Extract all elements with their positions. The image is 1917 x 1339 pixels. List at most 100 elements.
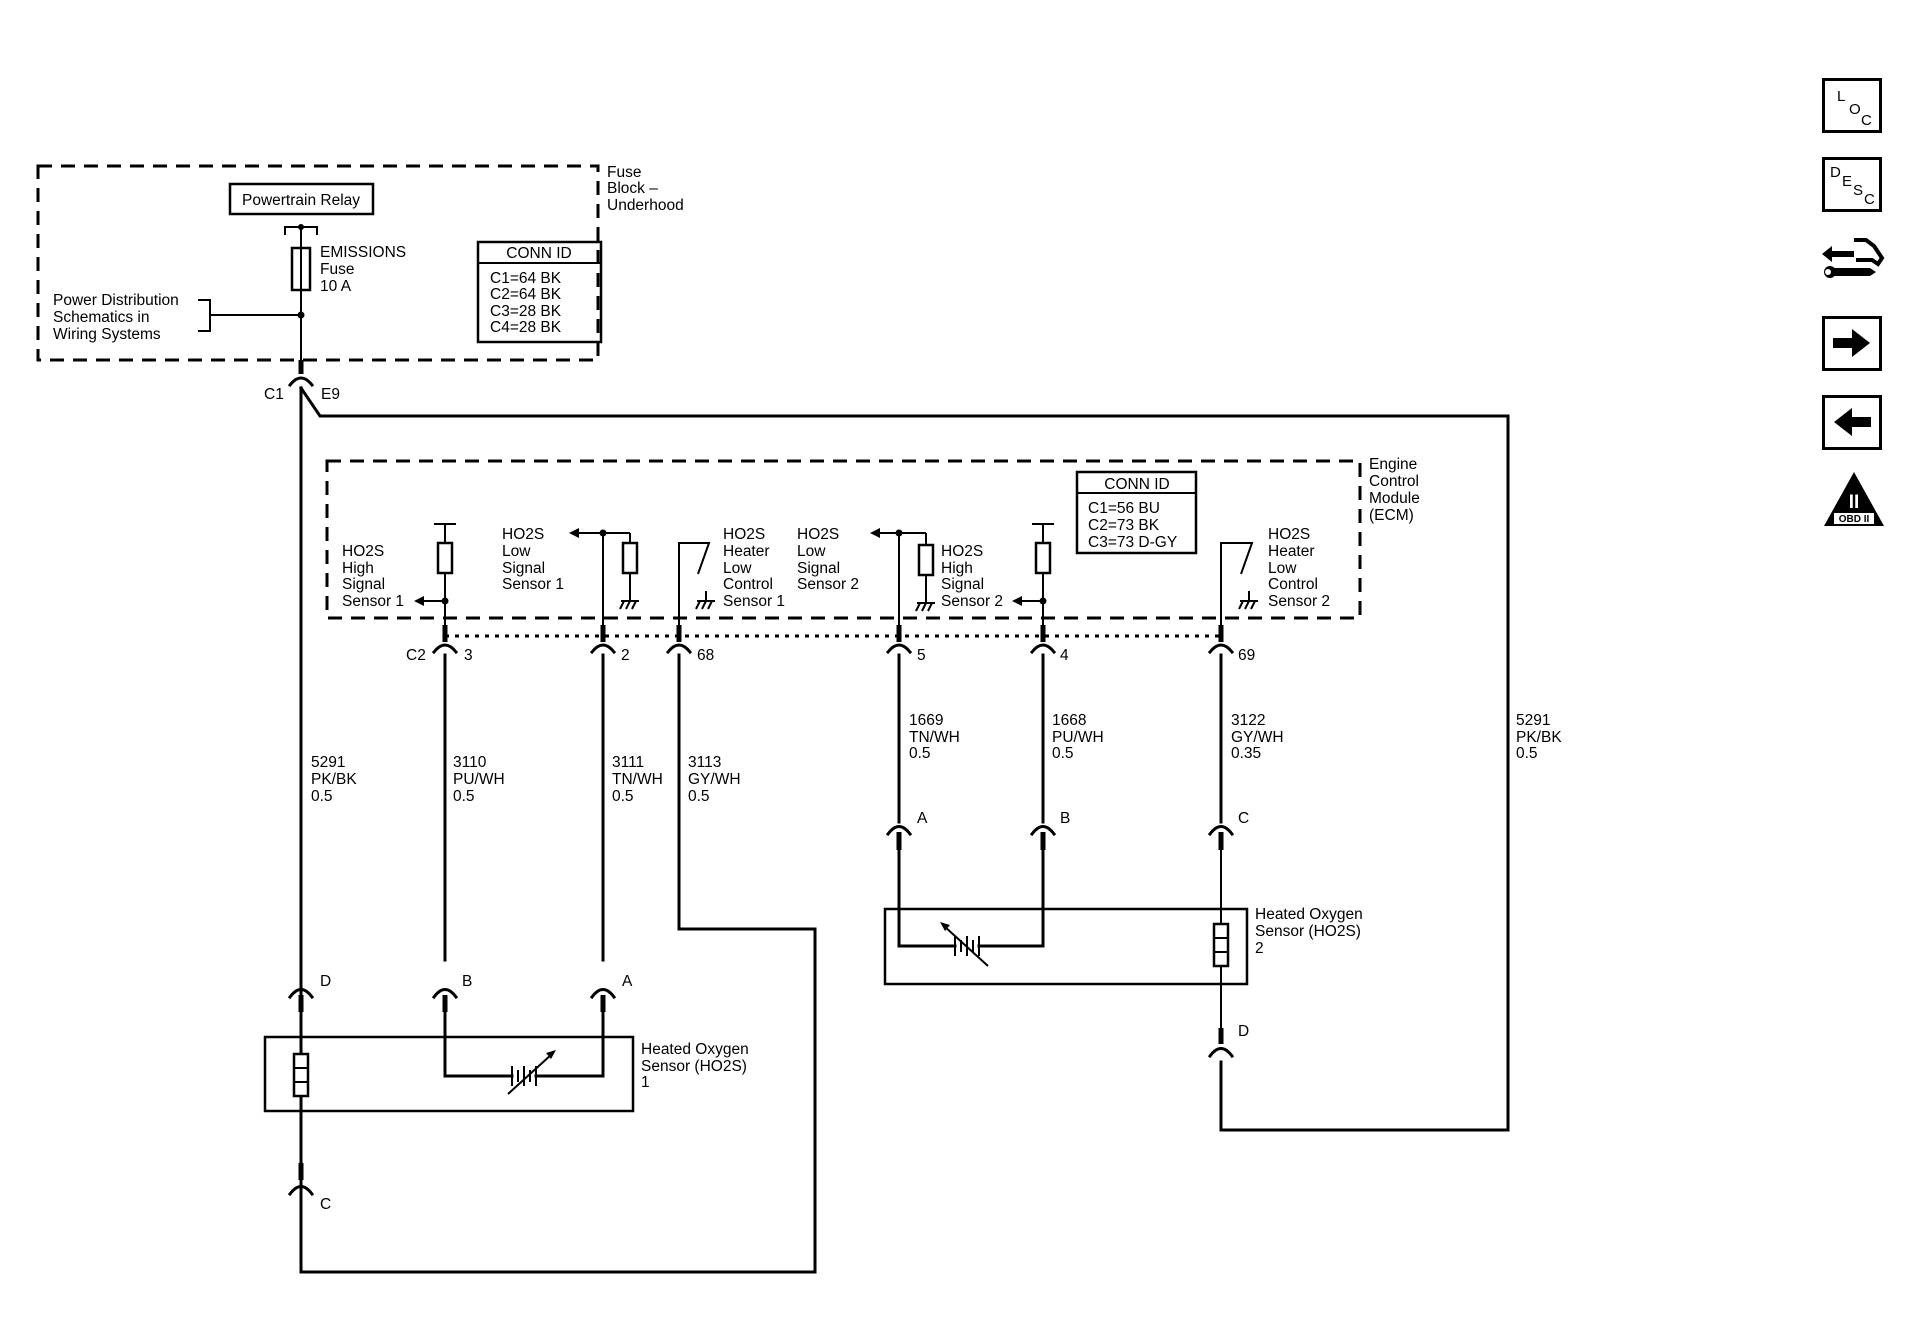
sensor-1-heater-icon: [292, 1052, 310, 1098]
svg-text:Sensor 1: Sensor 1: [723, 593, 785, 610]
wire-label: 5291 PK/BK 0.5: [311, 754, 357, 805]
svg-text:0.5: 0.5: [612, 788, 634, 805]
ecm-connector-label: C2: [406, 647, 426, 664]
ecm-pin-label: 4: [1060, 647, 1069, 664]
connector-end-view-icon[interactable]: [1820, 232, 1886, 298]
svg-text:PK/BK: PK/BK: [1516, 729, 1562, 746]
ecm-conn-id-row: C3=73 D-GY: [1088, 534, 1177, 551]
ecm-conn-id-box: [1075, 470, 1198, 555]
svg-text:PU/WH: PU/WH: [1052, 729, 1104, 746]
svg-text:Sensor 1: Sensor 1: [502, 576, 564, 593]
sensor-1-label-2: Sensor (HO2S): [641, 1058, 747, 1075]
desc-icon[interactable]: D E S C: [1822, 157, 1882, 212]
svg-text:Heater: Heater: [723, 543, 770, 560]
wire-label: 3111 TN/WH 0.5: [612, 754, 663, 805]
svg-text:Sensor 2: Sensor 2: [1268, 593, 1330, 610]
fuse-block-title-1: Fuse: [607, 164, 641, 181]
sensor-2-label-1: Heated Oxygen: [1255, 906, 1363, 923]
sensor-2-pin-label: A: [917, 810, 928, 827]
loc-letter: L: [1837, 88, 1846, 105]
svg-text:GY/WH: GY/WH: [1231, 729, 1284, 746]
svg-text:HO2S: HO2S: [723, 526, 765, 543]
svg-text:1668: 1668: [1052, 712, 1086, 729]
sensor-2-variable-cell-icon: [940, 922, 989, 967]
wire-label: 3122 GY/WH 0.35: [1231, 712, 1284, 762]
ecm-conn-id-row: C1=56 BU: [1088, 500, 1160, 517]
sensor-1-pin-label: D: [320, 973, 331, 990]
ecm-circuit-low-signal-sensor-1: HO2S Low Signal Sensor 1: [502, 526, 639, 640]
fuse-conn-id-box: [476, 240, 603, 344]
ecm-circuit-high-signal-sensor-2: HO2S High Signal Sensor 2: [941, 523, 1054, 640]
ecm-pin-label: 5: [917, 647, 926, 664]
fuse-block-title-3: Underhood: [607, 197, 684, 214]
wire-label: 5291 PK/BK 0.5: [1516, 712, 1562, 762]
svg-text:PK/BK: PK/BK: [311, 771, 357, 788]
powertrain-relay-label: Powertrain Relay: [242, 192, 360, 209]
svg-text:0.5: 0.5: [1516, 745, 1538, 762]
svg-text:Sensor 2: Sensor 2: [797, 576, 859, 593]
ecm-c2-connector: [431, 625, 1235, 655]
svg-text:Signal: Signal: [502, 560, 545, 577]
sensor-2-label-3: 2: [1255, 940, 1264, 957]
ecm-outline: [325, 459, 1362, 620]
ecm-conn-id-row: C2=73 BK: [1088, 517, 1160, 534]
wire-label: 3110 PU/WH 0.5: [453, 754, 505, 805]
svg-text:Control: Control: [1268, 576, 1318, 593]
ecm-circuit-high-signal-sensor-1: HO2S High Signal Sensor 1: [342, 523, 456, 640]
sensor-1-body: [263, 1035, 635, 1113]
ecm-title-4: (ECM): [1369, 507, 1414, 524]
svg-text:TN/WH: TN/WH: [612, 771, 663, 788]
wire-label: 3113 GY/WH 0.5: [688, 754, 741, 805]
svg-text:Heater: Heater: [1268, 543, 1315, 560]
ecm-title-1: Engine: [1369, 456, 1417, 473]
fuse-label-2: Fuse: [320, 261, 354, 278]
fuse-label-3: 10 A: [320, 278, 352, 295]
sensor-1-variable-cell-icon: [507, 1050, 556, 1095]
svg-text:3111: 3111: [612, 754, 644, 771]
sensor-2-body: [883, 907, 1249, 986]
sensor-1-label-3: 1: [641, 1074, 650, 1091]
sensor-1-pin-label: C: [320, 1196, 331, 1213]
wire-label: 1669 TN/WH 0.5: [909, 712, 960, 762]
ecm-pin-label: 69: [1238, 647, 1255, 664]
loc-icon[interactable]: L O C: [1822, 78, 1882, 133]
svg-text:3113: 3113: [688, 754, 721, 771]
svg-text:0.35: 0.35: [1231, 745, 1261, 762]
ecm-pin-label: 68: [697, 647, 714, 664]
svg-text:Low: Low: [723, 560, 752, 577]
obd-ii-icon[interactable]: II OBD II: [1822, 470, 1886, 530]
powertrain-relay-box: [228, 182, 375, 216]
svg-text:Sensor 1: Sensor 1: [342, 593, 404, 610]
desc-letter: C: [1864, 191, 1875, 208]
sensor-2-pin-label: D: [1238, 1023, 1249, 1040]
fuse-conn-id-row: C3=28 BK: [490, 303, 562, 320]
svg-text:Signal: Signal: [797, 560, 840, 577]
svg-text:HO2S: HO2S: [797, 526, 839, 543]
svg-text:Low: Low: [502, 543, 531, 560]
svg-text:0.5: 0.5: [688, 788, 710, 805]
fuse-pin-label: E9: [321, 386, 340, 403]
fuse-block-title-2: Block –: [607, 180, 658, 197]
next-arrow-icon[interactable]: [1822, 316, 1882, 371]
ecm-circuit-low-signal-sensor-2: HO2S Low Signal Sensor 2: [797, 526, 935, 640]
svg-text:High: High: [941, 560, 973, 577]
previous-arrow-icon[interactable]: [1822, 395, 1882, 450]
sensor-2-connector-bottom: [1207, 1028, 1235, 1059]
sensor-2-heater-icon: [1212, 922, 1230, 968]
obd-numeral: II: [1849, 492, 1860, 513]
loc-letter: O: [1849, 101, 1861, 118]
power-dist-ref-3: Wiring Systems: [53, 326, 161, 343]
svg-text:Low: Low: [1268, 560, 1297, 577]
sensor-2-connector-top: [885, 825, 1235, 850]
svg-text:Sensor 2: Sensor 2: [941, 593, 1003, 610]
obd-text: OBD II: [1839, 514, 1870, 525]
wire-label: 1668 PU/WH 0.5: [1052, 712, 1104, 762]
sensor-1-connector-bottom: [287, 1163, 315, 1197]
svg-text:1669: 1669: [909, 712, 943, 729]
ecm-pin-label: 3: [464, 647, 473, 664]
ecm-title-2: Control: [1369, 473, 1419, 490]
fuse-conn-id-row: C2=64 BK: [490, 286, 562, 303]
svg-text:3110: 3110: [453, 754, 487, 771]
sensor-2-pin-label: C: [1238, 810, 1249, 827]
